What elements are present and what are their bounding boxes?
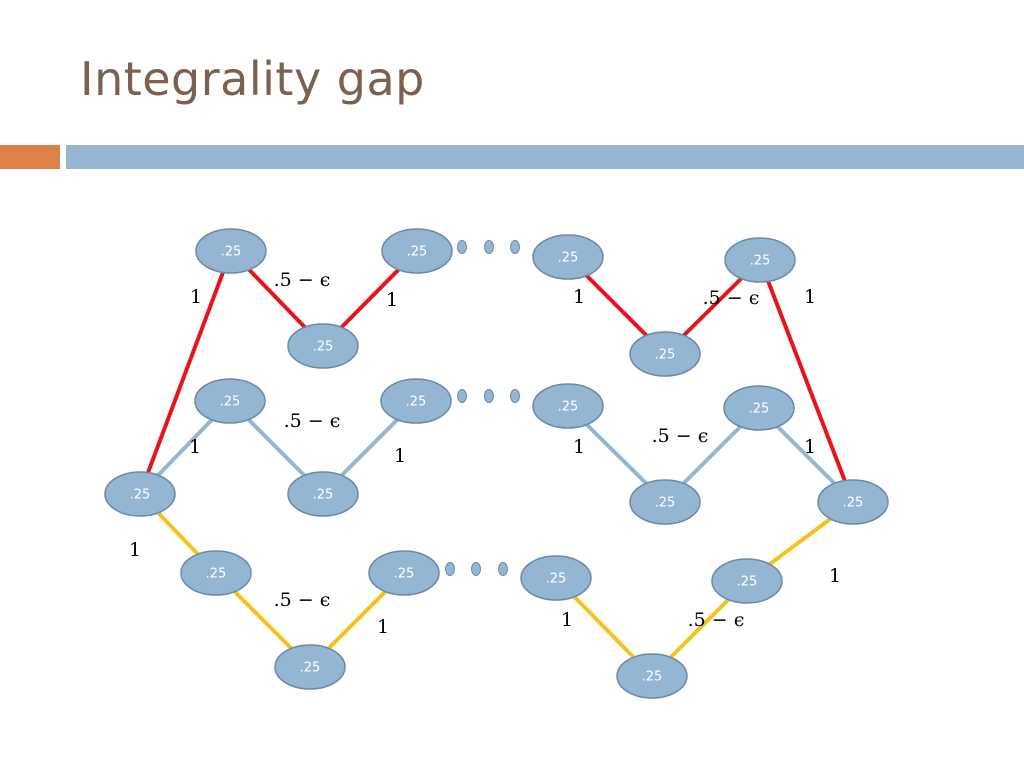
node-value-label: .25 [750, 254, 771, 269]
node-value-label: .25 [655, 496, 676, 511]
node-value-label: .25 [130, 488, 151, 503]
edge-weight-half-minus-epsilon: .5 − ϵ [652, 425, 709, 447]
edge-weight-one: 1 [804, 436, 816, 458]
node-value-label: .25 [300, 661, 321, 676]
edge-weight-half-minus-epsilon: .5 − ϵ [688, 609, 745, 631]
edge-weight-one: 1 [829, 565, 841, 587]
node-value-label: .25 [221, 245, 242, 260]
node-b6: .25 [287, 471, 359, 517]
edge-weight-one: 1 [189, 436, 201, 458]
node-b5: .25 [104, 471, 176, 517]
node-r3: .25 [532, 234, 604, 280]
edge-weight-one: 1 [386, 289, 398, 311]
node-value-label: .25 [737, 575, 758, 590]
accent-bar-blue [66, 145, 1024, 169]
ellipsis-dot [498, 562, 508, 576]
edge-weight-half-minus-epsilon: .5 − ϵ [703, 287, 760, 309]
node-value-label: .25 [558, 251, 579, 266]
node-value-label: .25 [407, 245, 428, 260]
node-value-label: .25 [843, 496, 864, 511]
node-r6: .25 [629, 331, 701, 377]
node-value-label: .25 [558, 400, 579, 415]
edge-weight-one: 1 [573, 436, 585, 458]
slide-title: Integrality gap [80, 52, 425, 106]
node-r1: .25 [195, 228, 267, 274]
node-y2: .25 [368, 550, 440, 596]
edge-red-r4-b8 [758, 259, 855, 503]
node-value-label: .25 [394, 567, 415, 582]
ellipsis-dot [484, 240, 494, 254]
edge-weight-one: 1 [377, 616, 389, 638]
edge-weight-one: 1 [573, 286, 585, 308]
node-r5: .25 [287, 323, 359, 369]
edge-weight-one: 1 [394, 445, 406, 467]
node-y4: .25 [711, 558, 783, 604]
node-b8: .25 [817, 479, 889, 525]
edge-weight-one: 1 [804, 286, 816, 308]
node-value-label: .25 [220, 395, 241, 410]
node-y5: .25 [274, 644, 346, 690]
edge-weight-one: 1 [190, 286, 202, 308]
edge-weight-half-minus-epsilon: .5 − ϵ [284, 410, 341, 432]
ellipsis-dot [457, 389, 467, 403]
node-y3: .25 [520, 555, 592, 601]
ellipsis-dot [510, 240, 520, 254]
ellipsis-dot [457, 240, 467, 254]
node-b2: .25 [380, 378, 452, 424]
edge-weight-one: 1 [129, 539, 141, 561]
node-value-label: .25 [642, 670, 663, 685]
node-b1: .25 [194, 378, 266, 424]
edge-weight-half-minus-epsilon: .5 − ϵ [274, 589, 331, 611]
node-value-label: .25 [655, 348, 676, 363]
edge-weight-one: 1 [561, 609, 573, 631]
node-b4: .25 [723, 385, 795, 431]
edge-weight-half-minus-epsilon: .5 − ϵ [274, 269, 331, 291]
edge-red-b5-r1 [138, 250, 233, 495]
node-r2: .25 [381, 228, 453, 274]
node-y1: .25 [180, 550, 252, 596]
ellipsis-dot [445, 562, 455, 576]
node-value-label: .25 [749, 402, 770, 417]
accent-bar-orange [0, 145, 60, 169]
node-value-label: .25 [546, 572, 567, 587]
node-r4: .25 [724, 237, 796, 283]
node-value-label: .25 [206, 567, 227, 582]
node-y6: .25 [616, 653, 688, 699]
node-b7: .25 [629, 479, 701, 525]
node-value-label: .25 [406, 395, 427, 410]
ellipsis-dot [471, 562, 481, 576]
ellipsis-dot [510, 389, 520, 403]
node-value-label: .25 [313, 488, 334, 503]
ellipsis-dot [484, 389, 494, 403]
node-b3: .25 [532, 383, 604, 429]
node-value-label: .25 [313, 340, 334, 355]
